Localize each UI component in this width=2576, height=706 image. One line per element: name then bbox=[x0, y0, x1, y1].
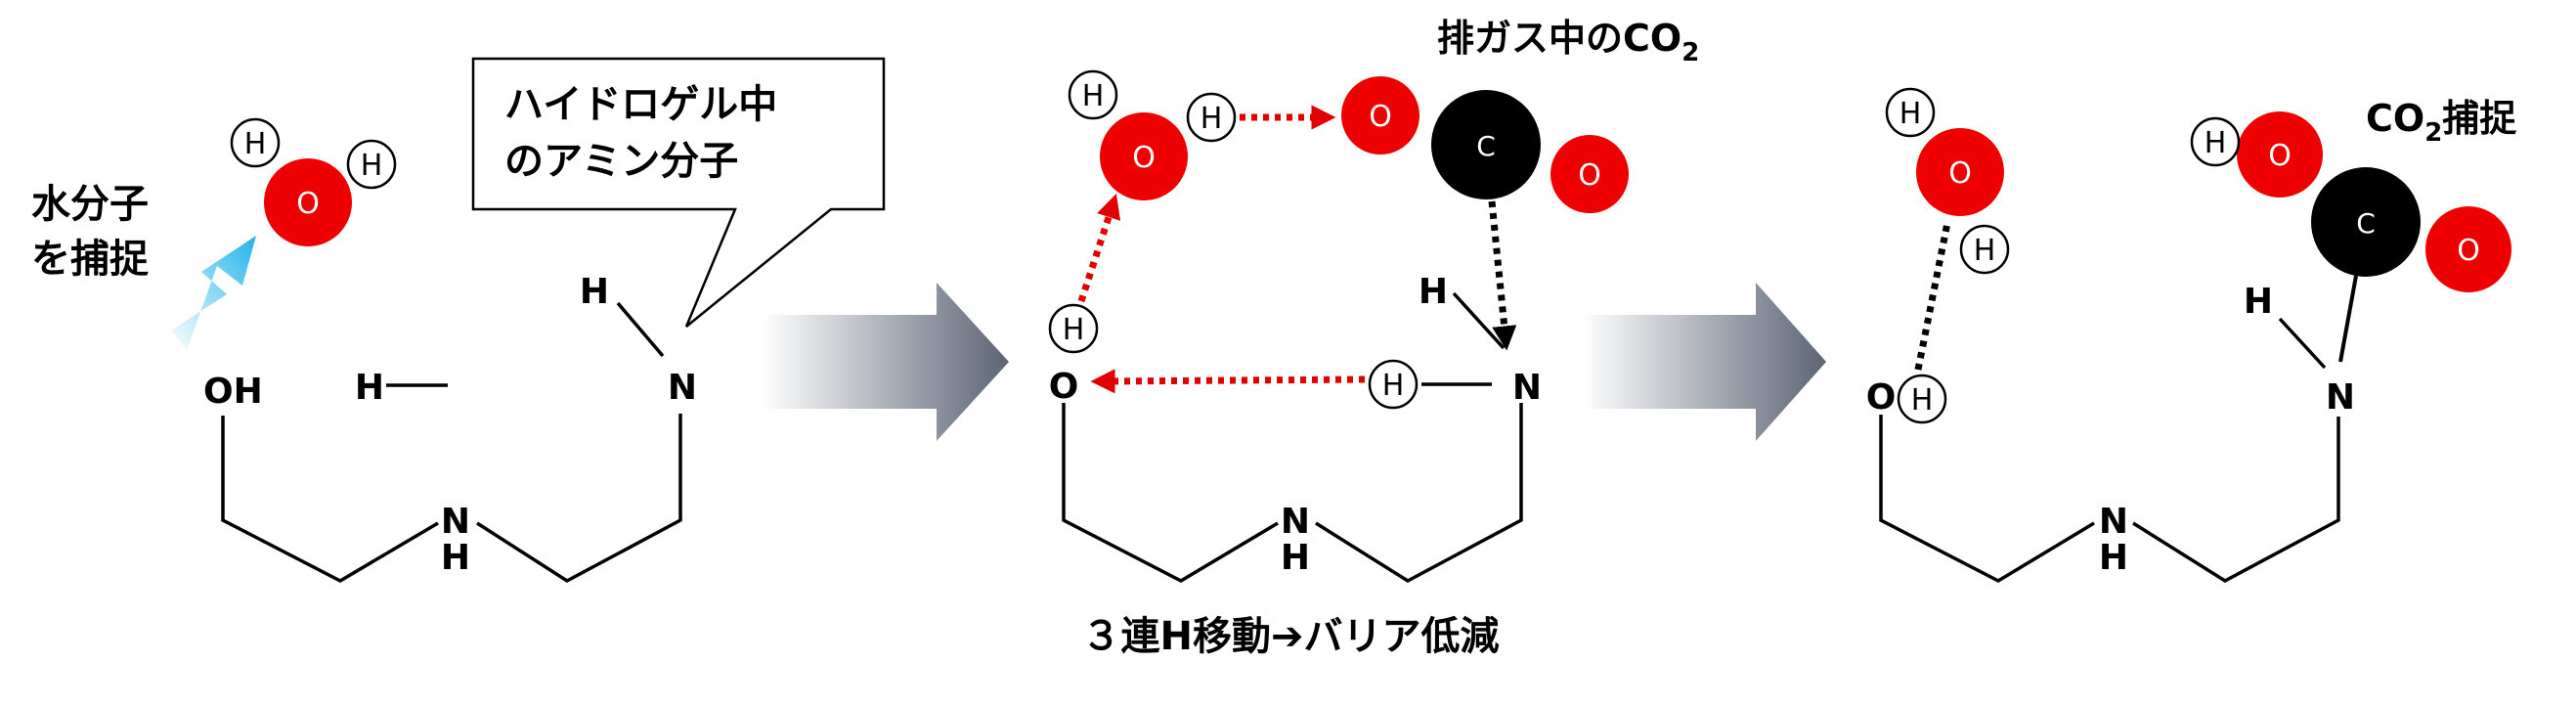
amine-h-label: H bbox=[355, 368, 384, 408]
oxygen-atom bbox=[1916, 128, 2004, 216]
panel-2-transition: O N H N H H H O H H O O C 排ガス中のCO2 bbox=[1049, 17, 1700, 659]
amine-nh-label: N bbox=[441, 502, 470, 542]
hydroxyl-o-label: O bbox=[1049, 367, 1079, 407]
hydrogen-relay-arrows bbox=[1077, 105, 1366, 394]
water-capture-arrow bbox=[171, 236, 256, 350]
amine-callout-line1: ハイドロゲル中 bbox=[504, 82, 777, 127]
hydrogen-atom-label: H bbox=[1974, 234, 1996, 268]
hydrogen-atom-label: H bbox=[361, 149, 383, 183]
hydrogen-atom bbox=[1885, 87, 1936, 138]
process-arrow-1 bbox=[763, 283, 1009, 441]
process-arrow-2 bbox=[1582, 283, 1826, 441]
oxygen-atom bbox=[1550, 135, 1629, 213]
hydrogen-atom-label: H bbox=[1201, 102, 1223, 136]
panel-1-initial: 水分子 を捕捉 O H H OH N H N H H ハイドロゲル中 のアミン分… bbox=[31, 57, 886, 584]
water-molecule: O H H bbox=[230, 117, 397, 246]
oxygen-atom-label: O bbox=[296, 187, 320, 221]
oxygen-atom bbox=[1100, 112, 1188, 200]
amine-h-label: H bbox=[2244, 282, 2273, 322]
hydrogen-atom-label: H bbox=[1063, 313, 1085, 347]
amine-molecule bbox=[1879, 275, 2358, 584]
amine-molecule bbox=[221, 301, 682, 584]
hydrogen-atom-label: H bbox=[1382, 369, 1405, 403]
relay-arrow-amine-to-hydroxyl bbox=[1090, 369, 1366, 394]
panel-3-captured: O N H N H H O H H O O C H CO2捕捉 bbox=[1866, 87, 2517, 584]
co2-capture-label: CO2捕捉 bbox=[2366, 97, 2517, 148]
hydrogen-atom-label: H bbox=[2205, 126, 2227, 160]
amine-nh-label: N bbox=[1281, 502, 1310, 542]
amine-callout-line2: のアミン分子 bbox=[504, 139, 738, 184]
co2-attack-arrow bbox=[1488, 200, 1517, 351]
captured-co2-group: O O C H bbox=[2190, 111, 2511, 292]
oxygen-atom bbox=[2237, 111, 2323, 198]
hydrogen-atom bbox=[1068, 69, 1118, 120]
hydrogen-atom-label: H bbox=[1082, 79, 1105, 113]
amine-n-label: N bbox=[1512, 368, 1542, 408]
oxygen-atom-label: O bbox=[1948, 156, 1972, 191]
hydrogen-bond bbox=[1914, 222, 1951, 371]
amine-h-label: H bbox=[580, 272, 609, 312]
amine-nh-label: H bbox=[441, 538, 470, 578]
hydrogen-atom-label: H bbox=[244, 127, 267, 161]
hydrogen-atom bbox=[1897, 374, 1947, 424]
water-molecule: O H H bbox=[1885, 87, 2010, 275]
oxygen-atom-label: O bbox=[1369, 100, 1392, 134]
water-capture-label-line1: 水分子 bbox=[31, 182, 149, 227]
hydrogen-atom bbox=[1048, 303, 1099, 354]
oxygen-atom bbox=[1341, 76, 1419, 154]
hydrogen-atom-label: H bbox=[1899, 97, 1922, 131]
amine-h-label: H bbox=[1419, 272, 1448, 312]
amine-nh-label: N bbox=[2099, 502, 2128, 542]
oxygen-atom-label: O bbox=[2268, 139, 2292, 173]
hydroxyl-o-label: O bbox=[1866, 377, 1897, 418]
water-capture-label-line2: を捕捉 bbox=[31, 237, 149, 282]
oxygen-atom-label: O bbox=[2457, 234, 2480, 268]
amine-callout: ハイドロゲル中 のアミン分子 bbox=[471, 57, 886, 328]
amine-n-label: N bbox=[668, 368, 697, 408]
carbon-atom bbox=[1431, 90, 1541, 199]
relay-caption: ３連H移動➔バリア低減 bbox=[1082, 614, 1500, 659]
relay-arrow-hydroxyl-to-water bbox=[1077, 194, 1121, 303]
hydrogen-atom bbox=[1186, 92, 1237, 143]
carbon-atom bbox=[2311, 167, 2421, 277]
amine-n-label: N bbox=[2326, 377, 2355, 418]
oxygen-atom bbox=[2425, 206, 2511, 292]
oxygen-atom-label: O bbox=[1578, 158, 1601, 193]
hydroxyl-group-label: OH bbox=[203, 372, 263, 412]
oxygen-atom bbox=[264, 158, 352, 246]
oxygen-atom-label: O bbox=[1132, 141, 1156, 175]
hydrogen-atom-label: H bbox=[1911, 383, 1934, 418]
hydrogen-atom bbox=[346, 139, 397, 190]
amine-nh-label: H bbox=[2099, 538, 2128, 578]
hydrogen-atom bbox=[1959, 224, 2010, 275]
water-molecule: O H H bbox=[1068, 69, 1237, 200]
hydrogen-atom bbox=[2190, 116, 2241, 167]
carbon-atom-label: C bbox=[1476, 130, 1496, 162]
co2-molecule: O O C bbox=[1341, 76, 1629, 213]
hydrogen-atom bbox=[230, 117, 281, 168]
hydrogen-atom bbox=[1368, 359, 1419, 410]
carbon-atom-label: C bbox=[2356, 207, 2376, 240]
amine-nh-label: H bbox=[1281, 538, 1310, 578]
exhaust-co2-label: 排ガス中のCO2 bbox=[1437, 17, 1699, 67]
